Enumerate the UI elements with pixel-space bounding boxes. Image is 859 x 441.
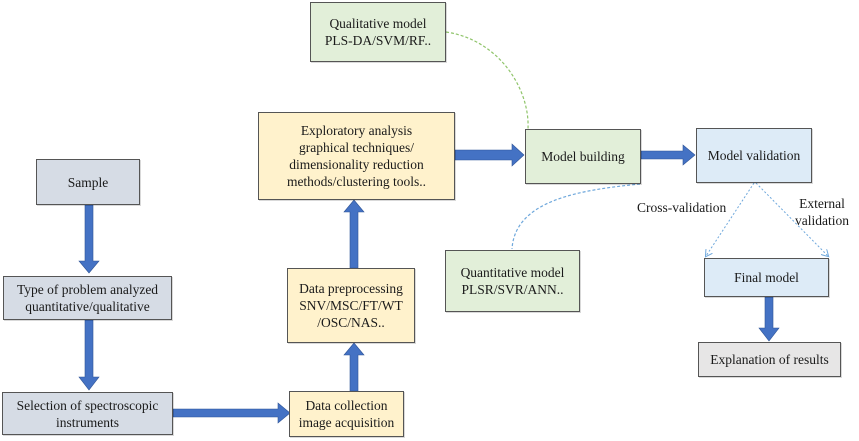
node-selection-label: Selection of spectroscopic instruments — [16, 397, 159, 430]
node-qualitative-model: Qualitative model PLS-DA/SVM/RF.. — [310, 2, 446, 62]
node-model-building: Model building — [525, 129, 641, 184]
node-preprocessing: Data preprocessing SNV/MSC/FT/WT /OSC/NA… — [287, 268, 415, 343]
node-sample: Sample — [36, 159, 140, 205]
node-model-building-label: Model building — [541, 149, 625, 164]
arrow-building-to-validation — [640, 144, 696, 166]
node-quantitative-model: Quantitative model PLSR/SVR/ANN.. — [445, 250, 580, 312]
arrow-exploratory-to-building — [454, 143, 525, 167]
arrow-problem-to-selection — [78, 319, 100, 391]
node-explanation-label: Explanation of results — [710, 352, 829, 367]
link-qualitative-to-building — [445, 31, 529, 130]
arrow-final-to-explanation — [758, 296, 780, 342]
node-sample-label: Sample — [67, 174, 109, 190]
node-qualitative-model-label: Qualitative model PLS-DA/SVM/RF.. — [324, 16, 432, 48]
node-preprocessing-label: Data preprocessing SNV/MSC/FT/WT /OSC/NA… — [299, 281, 403, 330]
node-model-validation: Model validation — [696, 128, 812, 183]
arrow-preprocessing-to-exploratory — [343, 199, 365, 269]
arrow-selection-to-collection — [172, 402, 291, 424]
arrow-sample-to-problem — [78, 204, 100, 274]
label-cross-validation: Cross-validation — [637, 200, 727, 215]
node-problem-type: Type of problem analyzed quantitative/qu… — [3, 276, 172, 320]
node-selection: Selection of spectroscopic instruments — [2, 392, 173, 435]
node-exploratory-label: Exploratory analysis graphical technique… — [286, 123, 427, 189]
label-external-validation: External validation — [795, 196, 849, 228]
link-external-validation — [755, 182, 828, 256]
node-explanation: Explanation of results — [698, 342, 841, 377]
link-cross-validation — [706, 182, 755, 256]
node-quantitative-model-label: Quantitative model PLSR/SVR/ANN.. — [460, 265, 565, 297]
node-data-collection-label: Data collection image acquisition — [298, 398, 395, 430]
node-data-collection: Data collection image acquisition — [289, 391, 404, 437]
link-building-to-quantitative — [511, 183, 641, 250]
node-final-model: Final model — [704, 258, 829, 297]
node-problem-type-label: Type of problem analyzed quantitative/qu… — [16, 282, 159, 314]
arrow-collection-to-preprocessing — [343, 342, 365, 392]
node-model-validation-label: Model validation — [707, 148, 801, 163]
node-exploratory: Exploratory analysis graphical technique… — [258, 112, 455, 200]
node-final-model-label: Final model — [734, 270, 799, 285]
